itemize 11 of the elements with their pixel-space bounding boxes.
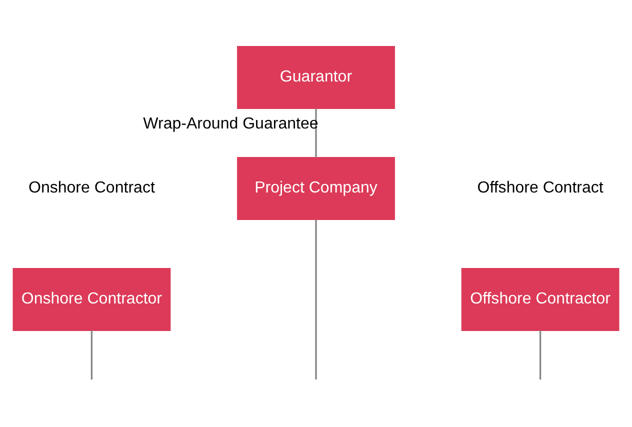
edge-label: Wrap-Around Guarantee [143, 114, 318, 133]
connector [539, 330, 542, 380]
connector [315, 220, 317, 380]
connector [315, 108, 317, 158]
node-box: Offshore Contractor [461, 268, 620, 331]
label: Offshore Contract [477, 178, 604, 197]
node-box: Onshore Contractor [12, 268, 171, 331]
node-box: Guarantor [237, 46, 395, 109]
connector [90, 330, 93, 380]
node-box: Project Company [237, 157, 395, 220]
label: Onshore Contract [28, 178, 155, 197]
